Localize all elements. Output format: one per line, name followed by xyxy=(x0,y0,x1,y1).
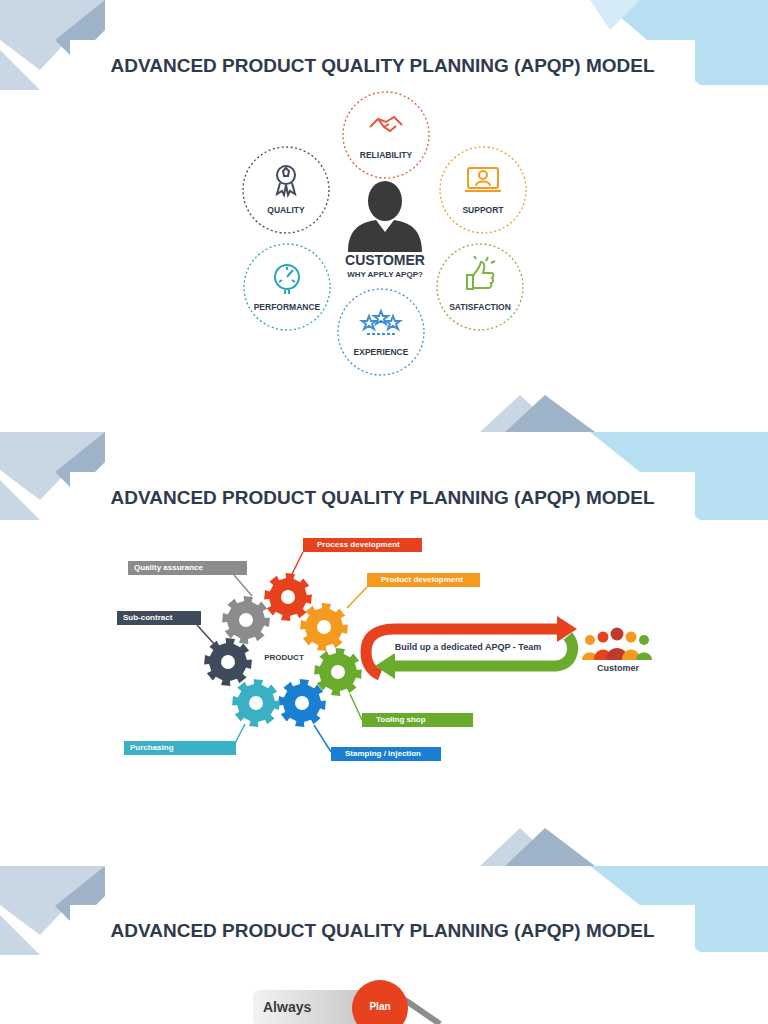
purchasing-flag: Purchasing xyxy=(124,741,236,755)
slide-title: ADVANCED PRODUCT QUALITY PLANNING (APQP)… xyxy=(70,55,695,77)
product-label: PRODUCT xyxy=(258,653,310,663)
circle-outline xyxy=(435,242,525,332)
customer-label: Customer xyxy=(590,663,646,674)
gear xyxy=(264,573,312,621)
node-text: Sub-contract xyxy=(117,611,201,625)
slide-title: ADVANCED PRODUCT QUALITY PLANNING (APQP)… xyxy=(70,487,695,510)
node-text: PERFORMANCE xyxy=(242,302,332,312)
circle-outline xyxy=(336,287,426,377)
node-text: QUALITY xyxy=(241,205,331,215)
gear-hole xyxy=(295,696,309,710)
node-text: Product development xyxy=(367,573,480,587)
node-text: SATISFACTION xyxy=(435,302,525,312)
customer-icon xyxy=(348,181,422,252)
gear xyxy=(222,596,270,644)
support-circle: SUPPORT xyxy=(438,145,528,235)
node-text: Stamping / Injection xyxy=(331,747,441,761)
gear xyxy=(300,603,348,651)
customer-subheading: WHY APPLY APQP? xyxy=(320,270,450,280)
slide-2-corners xyxy=(0,395,768,520)
node-text: Tooling shop xyxy=(362,713,473,727)
node-text: RELIABILITY xyxy=(341,150,431,160)
quality-assurance-flag: Quality assurance xyxy=(128,561,247,575)
quality-icon xyxy=(277,166,295,195)
sub-contract-flag: Sub-contract xyxy=(117,611,201,625)
gear-hole xyxy=(249,696,263,710)
customer-group-icon xyxy=(582,628,652,661)
circle-outline xyxy=(242,242,332,332)
leader-lines xyxy=(197,552,367,752)
satisfaction-icon xyxy=(467,256,495,289)
plan-circle: Plan xyxy=(352,980,408,1024)
node-text: Purchasing xyxy=(124,741,236,755)
gear-hole xyxy=(221,655,235,669)
gear-hole xyxy=(239,613,253,627)
circle-outline xyxy=(341,90,431,180)
always-band: Always xyxy=(253,990,365,1024)
node-text: Plan xyxy=(352,1001,408,1012)
process-development-flag: Process development xyxy=(303,538,422,552)
satisfaction-circle: SATISFACTION xyxy=(435,242,525,332)
gear-hole xyxy=(281,590,295,604)
slide-3-corners xyxy=(0,828,768,955)
circle-outline xyxy=(241,145,331,235)
performance-icon xyxy=(275,265,299,294)
gear xyxy=(278,679,326,727)
slide-title: ADVANCED PRODUCT QUALITY PLANNING (APQP)… xyxy=(70,920,695,943)
gear-cluster xyxy=(204,573,362,727)
stamping-injection-flag: Stamping / Injection xyxy=(331,747,441,761)
plan-pointer xyxy=(405,1000,440,1024)
node-text: Quality assurance xyxy=(128,561,247,575)
node-text: Always xyxy=(263,999,311,1015)
experience-circle: EXPERIENCE xyxy=(336,287,426,377)
node-text: SUPPORT xyxy=(438,205,528,215)
circle-outline xyxy=(438,145,528,235)
node-text: EXPERIENCE xyxy=(336,347,426,357)
tooling-shop-flag: Tooling shop xyxy=(362,713,473,727)
performance-circle: PERFORMANCE xyxy=(242,242,332,332)
customer-heading: CUSTOMER xyxy=(335,252,435,269)
arrow-label: Build up a dedicated APQP - Team xyxy=(388,641,548,654)
gear xyxy=(314,648,362,696)
gear-hole xyxy=(317,620,331,634)
product-development-flag: Product development xyxy=(367,573,480,587)
gear xyxy=(232,679,280,727)
gear-hole xyxy=(331,665,345,679)
node-text: Process development xyxy=(303,538,422,552)
experience-icon xyxy=(362,311,400,334)
support-icon xyxy=(465,168,501,191)
reliability-circle: RELIABILITY xyxy=(341,90,431,180)
team-loop-arrows xyxy=(366,616,577,679)
quality-circle: QUALITY xyxy=(241,145,331,235)
reliability-icon xyxy=(370,117,402,131)
gear xyxy=(204,638,252,686)
